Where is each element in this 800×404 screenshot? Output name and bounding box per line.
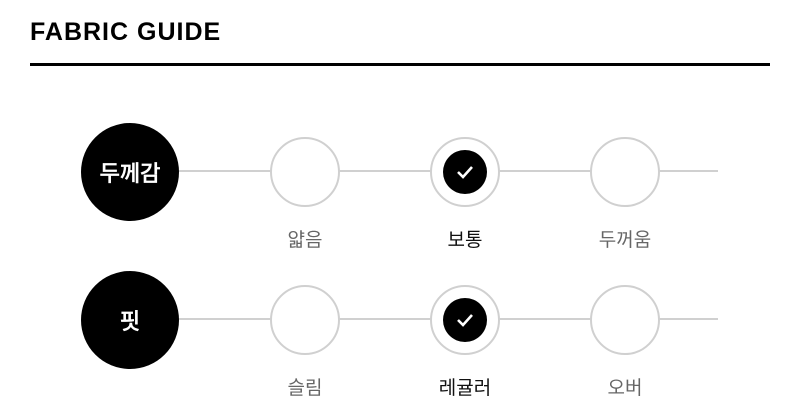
- option-label: 두꺼움: [598, 229, 652, 251]
- option-circle[interactable]: [430, 285, 500, 355]
- option-circle[interactable]: [590, 137, 660, 207]
- row-heading-label: 핏: [119, 310, 141, 335]
- option-label: 오버: [607, 377, 643, 399]
- row-heading: 핏: [81, 271, 179, 369]
- page-title: FABRIC GUIDE: [30, 18, 222, 46]
- row-heading-label: 두께감: [99, 162, 161, 187]
- guide-row-0: 두께감 얇음 보통 두꺼움: [0, 123, 800, 253]
- row-heading: 두께감: [81, 123, 179, 221]
- option-circle[interactable]: [270, 137, 340, 207]
- check-icon: [443, 150, 487, 194]
- option-label: 레귤러: [438, 377, 492, 399]
- option-label: 얇음: [287, 229, 323, 251]
- title-divider: [30, 63, 770, 66]
- option-label: 보통: [447, 229, 483, 251]
- option-circle[interactable]: [270, 285, 340, 355]
- guide-row-1: 핏 슬림 레귤러 오버: [0, 271, 800, 401]
- option-circle[interactable]: [590, 285, 660, 355]
- check-icon: [443, 298, 487, 342]
- option-label: 슬림: [287, 377, 323, 399]
- option-circle[interactable]: [430, 137, 500, 207]
